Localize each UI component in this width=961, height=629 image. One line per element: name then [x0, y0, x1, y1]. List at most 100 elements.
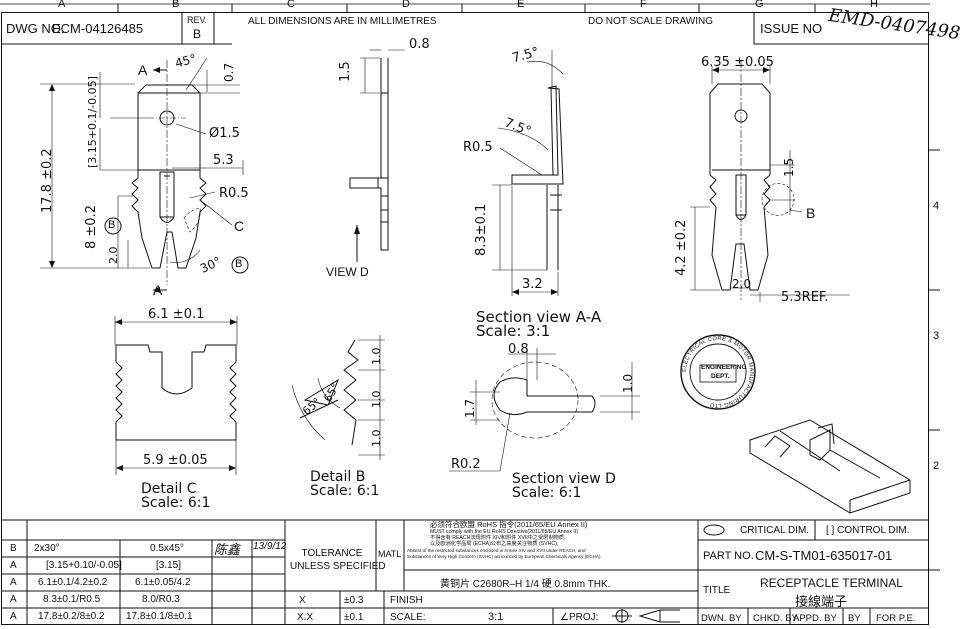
dim-section-d-radius: R0.2: [451, 457, 481, 472]
rohs-line-3: 不得含有 REACH法规附件 XIV和附件 XVII中之受限制物质,: [430, 535, 566, 541]
dim-hole-diameter: Ø1.5: [209, 126, 240, 141]
dim-view-d-1-5: 1.5: [338, 61, 353, 82]
grid-col-b: B: [172, 0, 180, 10]
detail-marker-b-right-view: B: [806, 205, 816, 221]
rev-row-1-rev: B: [10, 543, 17, 554]
detail-marker-b-right: B: [235, 258, 243, 270]
section-marker-a-top: A: [138, 62, 148, 78]
rev-row-5-to: 17.8±0.1/8±0.1: [126, 611, 193, 622]
dim-radius-main: R0.5: [219, 186, 249, 201]
finish-label: FINISH: [390, 595, 423, 606]
appd-by-label: APPD. BY: [793, 613, 837, 624]
dwg-no-label: DWG NO.: [6, 21, 65, 36]
dim-width-5-3: 5.3: [213, 153, 234, 168]
section-d-title: Section view D: [512, 471, 616, 487]
main-view-outline: [131, 60, 207, 285]
section-d-outline: [491, 361, 596, 439]
rev-row-4-to: 8.0/R0.3: [142, 594, 180, 605]
rev-row-1-date: 13/9/12: [253, 541, 287, 552]
part-no-label: PART NO.: [703, 550, 754, 562]
issue-label: ISSUE NO: [760, 21, 823, 36]
rohs-line-6: Substances of Very High Concern (SVHC) a…: [407, 554, 601, 559]
tol-x: X: [299, 595, 306, 606]
detail-marker-c: C: [234, 218, 245, 234]
rev-row-4-rev: A: [10, 594, 17, 605]
grid-col-g: G: [755, 0, 764, 10]
dim-aa-width: 3.2: [522, 277, 543, 292]
dim-hole-position: [3.15+0.1/-0.05]: [86, 76, 99, 168]
stamp-text-dept: DEPT.: [711, 373, 730, 380]
dim-right-1-5: 1.5: [782, 157, 796, 177]
stamp-text-engineering: ENGINEERING: [701, 364, 747, 371]
rev-value: B: [193, 27, 202, 41]
dim-overall-length: 17.8 ±0.2: [40, 148, 55, 213]
material-spec: 黄铜片 C2680R–H 1/4 硬 0.8mm THK.: [440, 579, 611, 590]
tol-x-value: ±0.3: [344, 595, 364, 606]
rohs-line-4: 以及欧洲化学品局 (ECHA)公布之高度关注物质 (SVHC).: [430, 541, 559, 547]
dim-detail-b-1-0-a: 1.0: [370, 347, 383, 366]
title-label: TITLE: [703, 585, 731, 596]
dim-aa-height: 8.3±0.1: [474, 203, 489, 256]
rev-row-3-rev: A: [10, 577, 17, 588]
rohs-line-2: MUST comply with the EU RoHS Directive(2…: [430, 529, 578, 535]
grid-row-3: 3: [933, 330, 940, 342]
grid-col-a: A: [58, 0, 66, 10]
section-aa-outline: [511, 85, 564, 270]
dim-slot-depth: 8 ±0.2: [84, 205, 99, 249]
matl-label: MATL: [378, 549, 402, 559]
grid-row-2: 2: [933, 460, 940, 472]
grid-col-h: H: [870, 0, 878, 10]
inner-border: [1, 12, 929, 625]
note-scale: DO NOT SCALE DRAWING: [588, 16, 714, 27]
dim-detail-c-bottom: 5.9 ±0.05: [143, 453, 208, 468]
rohs-line-5: Absent of the restricted substances encl…: [407, 548, 586, 553]
dim-detail-b-1-0-c: 1.0: [370, 429, 383, 448]
dim-detail-b-1-0-b: 1.0: [370, 390, 383, 409]
by-label: BY: [848, 613, 861, 624]
chkd-by-label: CHKD. BY: [753, 613, 798, 624]
dim-aa-radius: R0.5: [463, 140, 493, 155]
dim-right-height: 4.2 ±0.2: [674, 219, 689, 276]
dim-right-2-0: 2.0: [732, 277, 752, 291]
dim-right-width: 6.35 ±0.05: [701, 55, 774, 70]
part-title-en: RECEPTACLE TERMINAL: [760, 576, 903, 590]
rohs-line-1: 必须符合欧盟 RoHS 指令(2011/65/EU Annex II): [430, 520, 588, 529]
engineering-stamp: [680, 334, 756, 410]
rev-row-3-to: 6.1±0.05/4.2: [135, 577, 191, 588]
section-marker-a-bottom: A: [153, 282, 163, 298]
grid-row-4: 4: [933, 200, 940, 212]
dim-section-d-1-0: 1.0: [621, 373, 635, 393]
scale-label: SCALE:: [390, 612, 426, 623]
part-title-cn: 接線端子: [795, 594, 848, 609]
detail-c-scale: Scale: 6:1: [141, 495, 211, 511]
dim-top-thickness: 0.7: [222, 62, 236, 82]
dwg-no: ECM-04126485: [52, 21, 144, 36]
dim-detail-c-top: 6.1 ±0.1: [148, 307, 205, 322]
grid-col-f: F: [640, 0, 647, 10]
grid-col-d: D: [402, 0, 410, 10]
rev-label: REV.: [187, 15, 208, 25]
terminal-isometric: [749, 419, 911, 514]
detail-b-title: Detail B: [310, 469, 366, 485]
control-dim-label: [ ] CONTROL DIM.: [826, 525, 910, 536]
scale-value: 3:1: [488, 611, 504, 623]
projection-label: ∠PROJ:: [560, 612, 599, 623]
grid-col-e: E: [517, 0, 525, 10]
section-aa-scale: Scale: 3:1: [476, 322, 551, 340]
rev-row-2-to: [3.15]: [156, 560, 182, 571]
grid-col-c: C: [287, 0, 295, 10]
detail-c-outline: [115, 344, 237, 441]
rev-row-2-rev: A: [10, 560, 17, 571]
note-dimensions: ALL DIMENSIONS ARE IN MILLIMETRES: [248, 16, 437, 27]
right-view-outline: [709, 60, 795, 300]
dim-right-ref: 5.3REF.: [781, 290, 829, 305]
rev-row-1-sign: 陈鑫: [214, 542, 241, 557]
tol-xx-value: ±0.1: [344, 612, 364, 623]
rev-row-4-from: 8.3±0.1/R0.5: [43, 594, 101, 605]
detail-b-outline: [299, 339, 359, 446]
dim-view-d-thickness: 0.8: [409, 37, 430, 52]
view-d-title: VIEW D: [326, 265, 369, 279]
critical-dim-label: CRITICAL DIM.: [740, 525, 810, 536]
